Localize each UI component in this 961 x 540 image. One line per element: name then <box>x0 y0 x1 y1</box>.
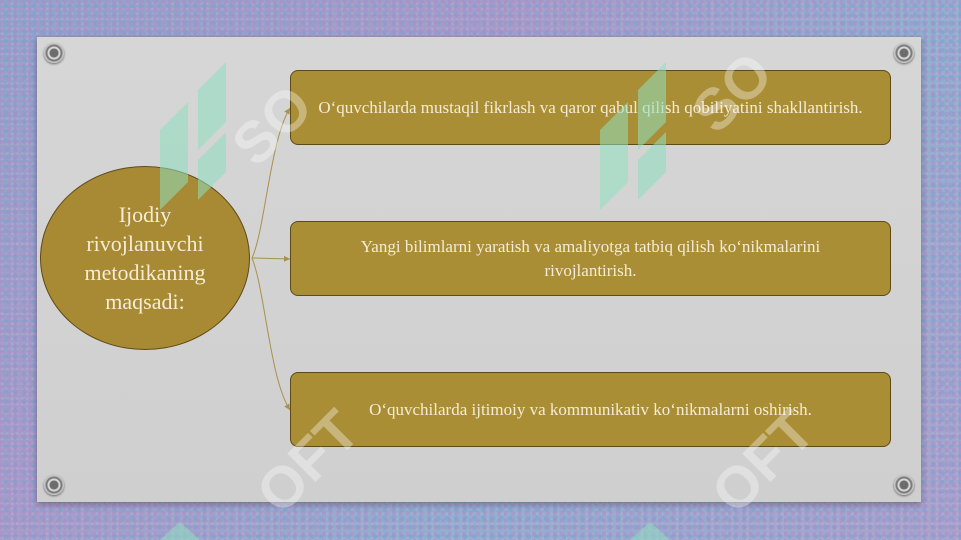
goal-text: Yangi bilimlarni yaratish va amaliyotga … <box>360 236 821 280</box>
goal-box: O‘quvchilarda mustaqil fikrlash va qaror… <box>290 70 891 145</box>
rivet-icon <box>894 475 914 495</box>
goal-text: O‘quvchilarda mustaqil fikrlash va qaror… <box>318 97 863 117</box>
goal-center-node: Ijodiy rivojlanuvchi metodikaning maqsad… <box>40 166 250 350</box>
center-label: Ijodiy rivojlanuvchi metodikaning maqsad… <box>84 202 206 314</box>
goal-box: Yangi bilimlarni yaratish va amaliyotga … <box>290 221 891 296</box>
rivet-icon <box>44 43 64 63</box>
connector-line <box>251 107 291 259</box>
goal-box: O‘quvchilarda ijtimoiy va kommunikativ k… <box>290 372 891 447</box>
connector-line <box>251 255 291 262</box>
rivet-icon <box>894 43 914 63</box>
goal-text: O‘quvchilarda ijtimoiy va kommunikativ k… <box>369 399 812 419</box>
rivet-icon <box>44 475 64 495</box>
connector-line <box>251 257 291 411</box>
